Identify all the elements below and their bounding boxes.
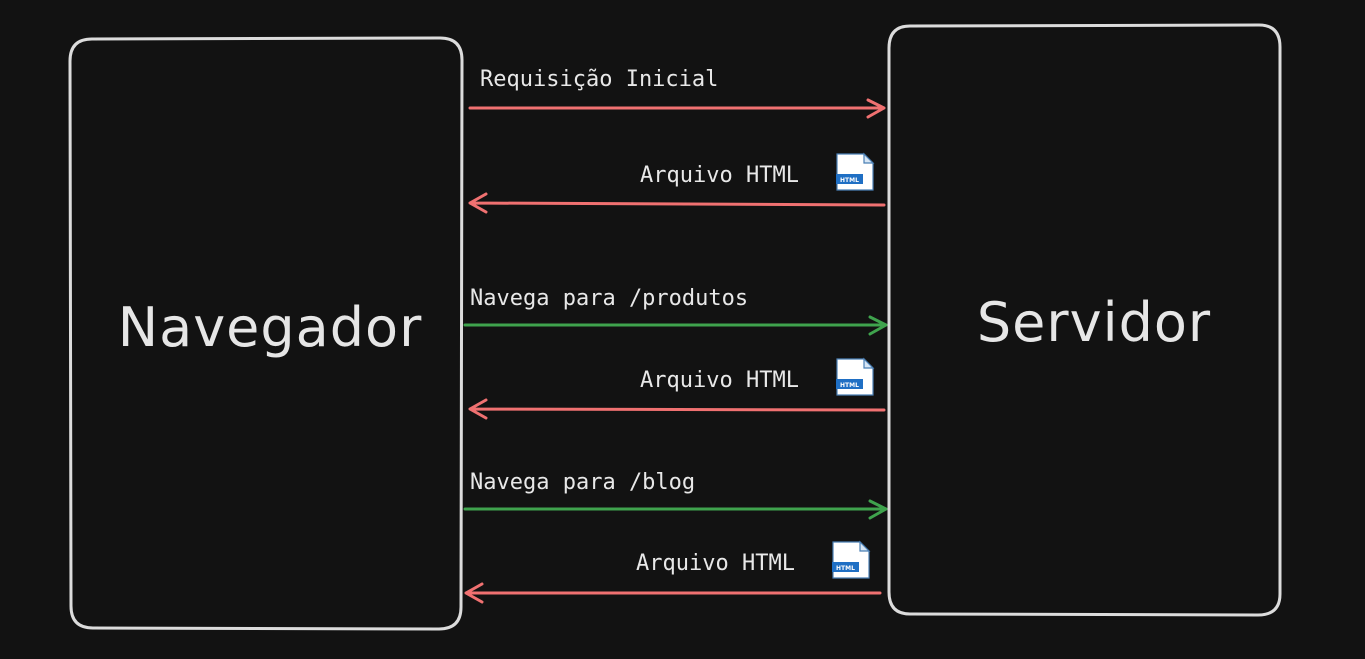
browser-node: Navegador: [68, 36, 464, 631]
arrow-to-browser: [464, 582, 882, 604]
message-label: Navega para /blog: [470, 470, 695, 495]
message-label: Arquivo HTML: [636, 551, 795, 576]
arrow-to-browser: [468, 192, 886, 214]
message-label: Arquivo HTML: [640, 163, 799, 188]
message-navigate-products: Navega para /produtos: [463, 286, 888, 336]
message-label: Navega para /produtos: [470, 286, 748, 311]
svg-text:HTML: HTML: [836, 565, 855, 572]
browser-box: [68, 36, 464, 631]
arrow-to-browser: [468, 398, 886, 420]
server-label: Servidor: [977, 291, 1211, 354]
arrow-to-server: [463, 315, 888, 336]
svg-text:HTML: HTML: [840, 382, 859, 389]
arrow-to-server: [468, 98, 886, 119]
html-file-icon: HTML: [832, 540, 871, 579]
message-html-response-1: Arquivo HTML HTML: [468, 152, 886, 214]
html-file-icon: HTML: [836, 152, 875, 191]
svg-text:HTML: HTML: [840, 177, 859, 184]
message-html-response-3: Arquivo HTML HTML: [464, 540, 882, 604]
html-file-icon: HTML: [836, 357, 875, 396]
server-node: Servidor: [887, 23, 1282, 617]
message-navigate-blog: Navega para /blog: [463, 470, 888, 520]
arrow-to-server: [463, 499, 888, 520]
server-box: [887, 23, 1282, 617]
message-label: Arquivo HTML: [640, 368, 799, 393]
browser-label: Navegador: [118, 296, 423, 359]
message-initial-request: Requisição Inicial: [468, 67, 886, 119]
message-label: Requisição Inicial: [480, 67, 718, 92]
message-html-response-2: Arquivo HTML HTML: [468, 357, 886, 420]
